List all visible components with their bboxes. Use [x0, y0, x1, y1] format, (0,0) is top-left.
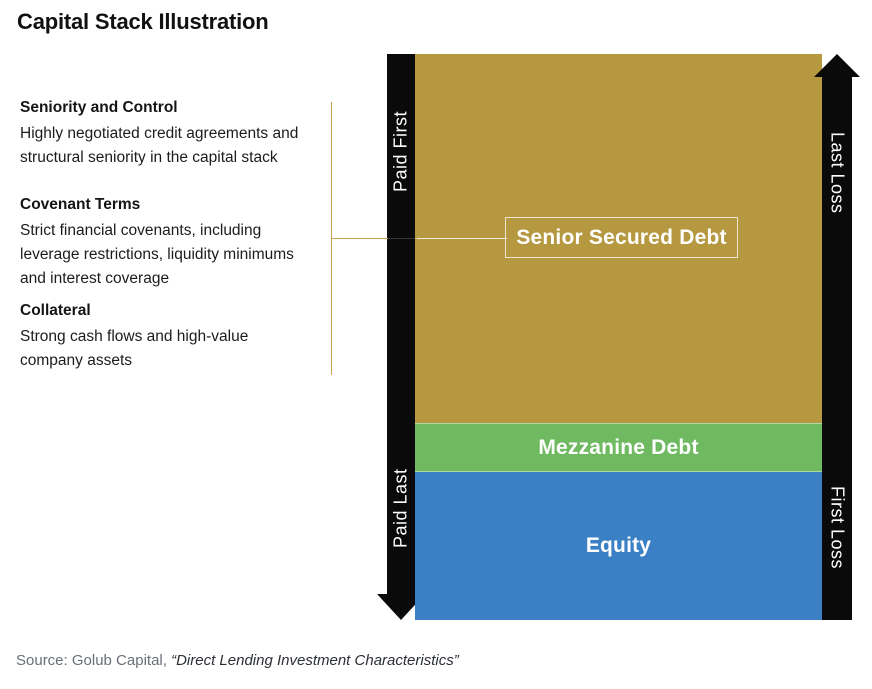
layer-label: Senior Secured Debt	[516, 225, 727, 249]
paid-last-label: Paid Last	[390, 468, 411, 548]
annotation-body: Strict financial covenants, including le…	[20, 222, 294, 287]
annotation-body: Strong cash flows and high-value company…	[20, 328, 249, 369]
connector-line-bar-segment	[388, 238, 417, 239]
annotation-bracket-line	[331, 102, 332, 375]
connector-line-gold-segment	[417, 238, 507, 239]
capital-stack-diagram: Paid First Paid Last Senior Secured Debt…	[377, 54, 860, 620]
annotation-heading: Collateral	[20, 302, 91, 319]
annotation-covenant-terms: Covenant Terms Strict financial covenant…	[20, 196, 330, 291]
annotation-seniority-and-control: Seniority and Control Highly negotiated …	[20, 99, 330, 170]
annotation-collateral: Collateral Strong cash flows and high-va…	[20, 302, 330, 373]
page-title: Capital Stack Illustration	[17, 9, 269, 34]
source-prefix: Source: Golub Capital,	[16, 652, 167, 669]
capital-stack-layers: Senior Secured Debt Mezzanine Debt Equit…	[415, 54, 822, 620]
last-loss-arrow-up-icon	[814, 54, 860, 77]
layer-label: Equity	[585, 534, 652, 557]
first-loss-label: First Loss	[827, 485, 848, 569]
layer-mezzanine-debt: Mezzanine Debt	[415, 423, 822, 472]
paid-first-label: Paid First	[390, 110, 411, 192]
layer-equity: Equity	[415, 472, 822, 620]
connector-line-white-segment	[332, 238, 388, 239]
source-line: Source: Golub Capital, “Direct Lending I…	[16, 652, 459, 669]
senior-secured-debt-label-box: Senior Secured Debt	[505, 217, 738, 258]
annotation-body: Highly negotiated credit agreements and …	[20, 125, 299, 166]
payment-priority-bar: Paid First Paid Last	[387, 54, 415, 594]
layer-label: Mezzanine Debt	[538, 435, 699, 459]
last-loss-label: Last Loss	[827, 131, 848, 214]
annotation-heading: Covenant Terms	[20, 196, 141, 213]
loss-position-bar: Last Loss First Loss	[822, 76, 852, 620]
source-citation: “Direct Lending Investment Characteristi…	[171, 652, 459, 669]
annotation-heading: Seniority and Control	[20, 99, 178, 116]
